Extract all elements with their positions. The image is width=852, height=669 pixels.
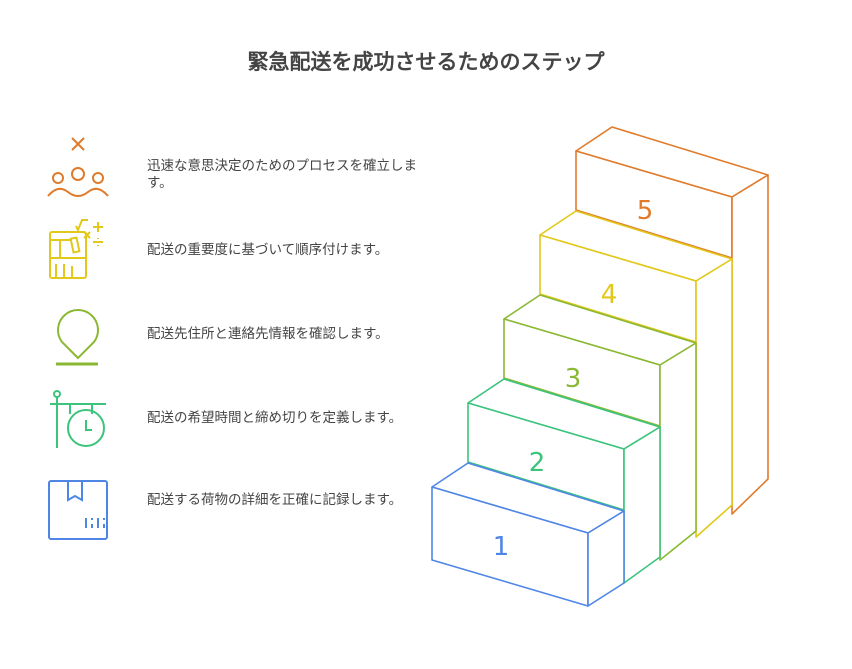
step-2: 2 [467, 378, 661, 584]
step-2-description: 配送の希望時間と締め切りを定義します。 [147, 410, 403, 426]
step-1-description: 配送する荷物の詳細を正確に記録します。 [147, 492, 403, 508]
step-side-face [659, 342, 697, 561]
calculator-chart-icon [49, 219, 103, 279]
step-3: 3 [503, 294, 697, 561]
step-number: 2 [529, 448, 546, 478]
step-number: 1 [493, 532, 510, 562]
step-4-description: 配送の重要度に基づいて順序付けます。 [147, 242, 389, 258]
step-5-description: 迅速な意思決定のためのプロセスを確立します。 [147, 158, 417, 191]
step-3-description: 配送先住所と連絡先情報を確認します。 [147, 326, 389, 342]
step-number: 4 [601, 280, 618, 310]
team-decision-icon [47, 137, 109, 197]
step-side-face [623, 426, 661, 584]
step-number: 5 [637, 196, 654, 226]
step-5: 5 [575, 126, 769, 515]
location-pin-icon [56, 309, 99, 366]
package-icon [48, 480, 108, 540]
clock-timer-icon [50, 390, 106, 448]
step-side-face [587, 510, 625, 607]
step-number: 3 [565, 364, 582, 394]
page-title: 緊急配送を成功させるためのステップ [247, 50, 605, 74]
step-4: 4 [539, 210, 733, 538]
step-side-face [695, 258, 733, 538]
step-1: 1 [431, 462, 625, 607]
step-side-face [731, 174, 769, 515]
